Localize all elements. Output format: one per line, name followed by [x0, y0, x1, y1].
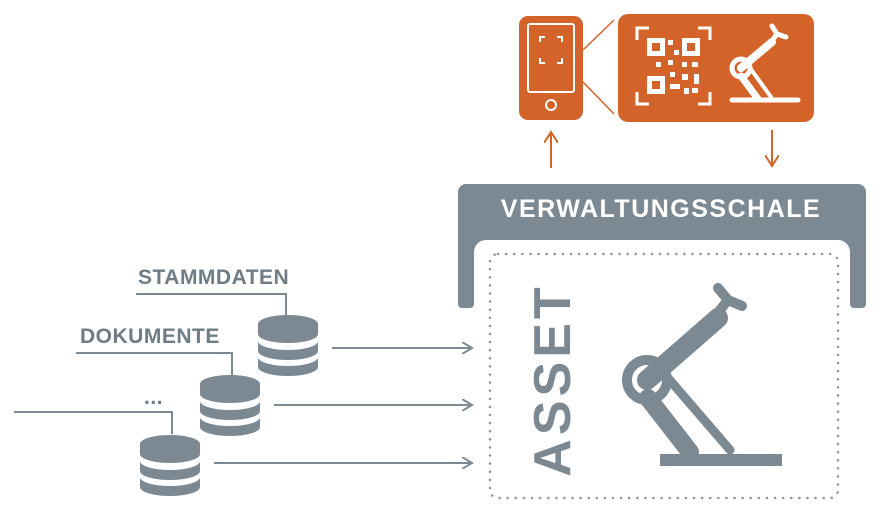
phone-panel-connector: [582, 19, 615, 115]
asset-label: ASSET: [524, 283, 582, 477]
scan-target-panel: [618, 14, 814, 122]
source-label-stammdaten: STAMMDATEN: [138, 266, 290, 289]
qr-code-icon: [635, 26, 712, 106]
industrial-robot-icon: [622, 283, 782, 466]
source-label-lines: [14, 293, 287, 434]
verwaltungsschale-shell: [458, 184, 866, 308]
verwaltungsschale-title: VERWALTUNGSSCHALE: [500, 194, 822, 223]
source-label-dokumente: DOKUMENTE: [80, 325, 220, 348]
smartphone-scan-icon: [519, 16, 583, 120]
database-icon: [140, 435, 200, 496]
database-icon: [258, 315, 318, 376]
robot-arm-icon: [729, 23, 801, 103]
database-icon: [200, 375, 260, 436]
source-label-more: ...: [144, 386, 164, 409]
